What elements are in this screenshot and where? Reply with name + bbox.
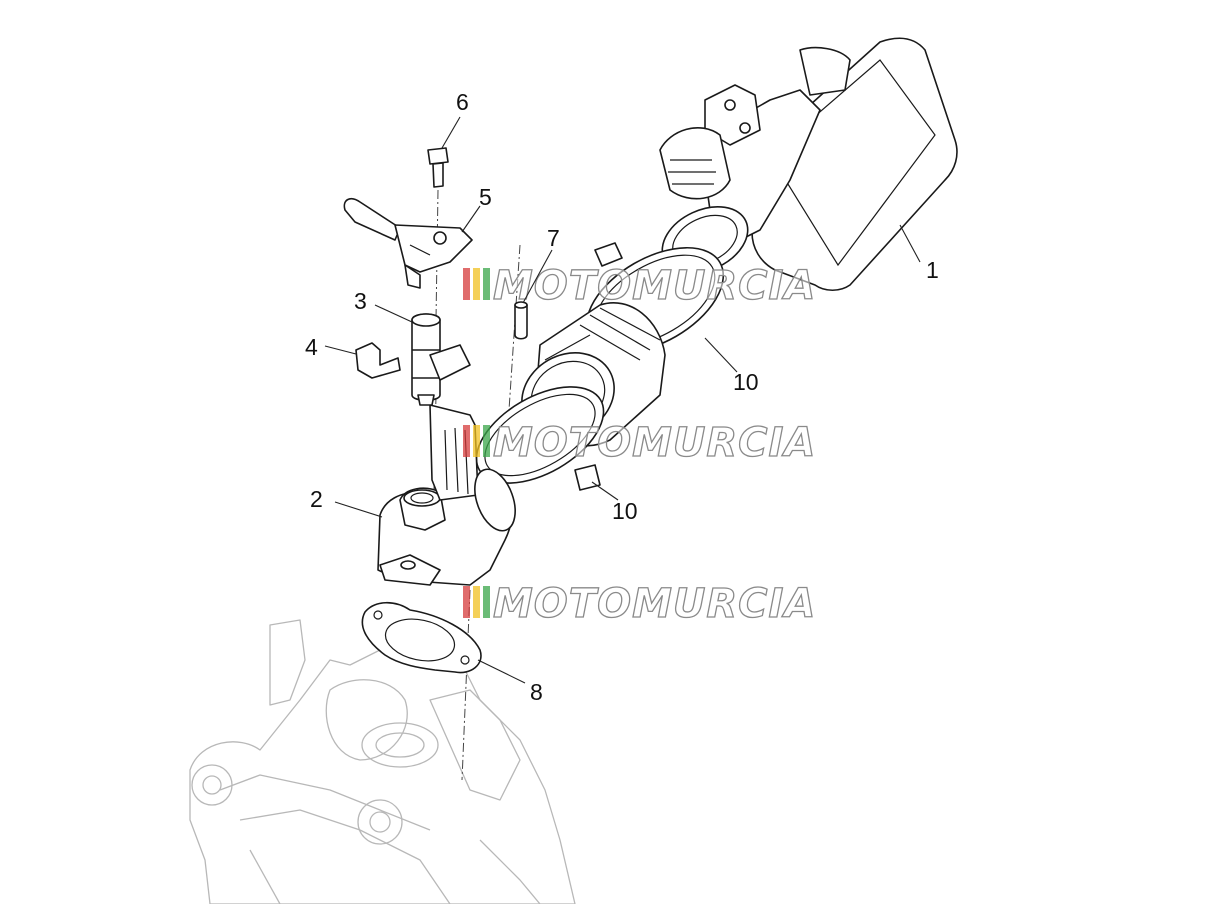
watermark-middle: MOTOMURCIA [463,419,816,467]
watermark-stripe [473,586,480,618]
watermark-text: MOTOMURCIA [493,263,816,309]
throttle-body [659,37,958,292]
watermark: MOTOMURCIA MOTOMURCIA MOTOMURCIA [463,262,816,628]
callout-7: 7 [547,225,560,251]
callout-3: 3 [354,288,367,314]
mounting-bolt [427,147,449,188]
watermark-stripe [463,425,470,457]
watermark-stripe [463,268,470,300]
watermark-stripe [483,425,490,457]
watermark-text: MOTOMURCIA [493,420,816,466]
watermark-bottom: MOTOMURCIA [463,580,816,628]
callout-8: 8 [530,679,543,705]
callout-10-lower: 10 [612,498,638,524]
manifold-gasket [361,601,482,674]
hose-clamp-lower [475,386,605,491]
callout-labels: 1 2 3 4 5 6 7 8 10 10 [305,89,939,705]
watermark-stripe [463,586,470,618]
callout-10-upper: 10 [733,369,759,395]
callout-1: 1 [926,257,939,283]
leader-lines [324,116,921,684]
watermark-stripe [473,425,480,457]
callout-6: 6 [456,89,469,115]
injector-clip [355,342,401,379]
fuel-injector [411,313,471,406]
watermark-text: MOTOMURCIA [493,581,816,627]
engine-block-outline [189,619,576,904]
callout-2: 2 [310,486,323,512]
dowel-pin [514,301,528,340]
watermark-stripe [473,268,480,300]
watermark-top: MOTOMURCIA [463,262,816,310]
fuel-rail [343,198,473,289]
callout-5: 5 [479,184,492,210]
watermark-stripe [483,268,490,300]
watermark-stripe [483,586,490,618]
callout-4: 4 [305,334,318,360]
